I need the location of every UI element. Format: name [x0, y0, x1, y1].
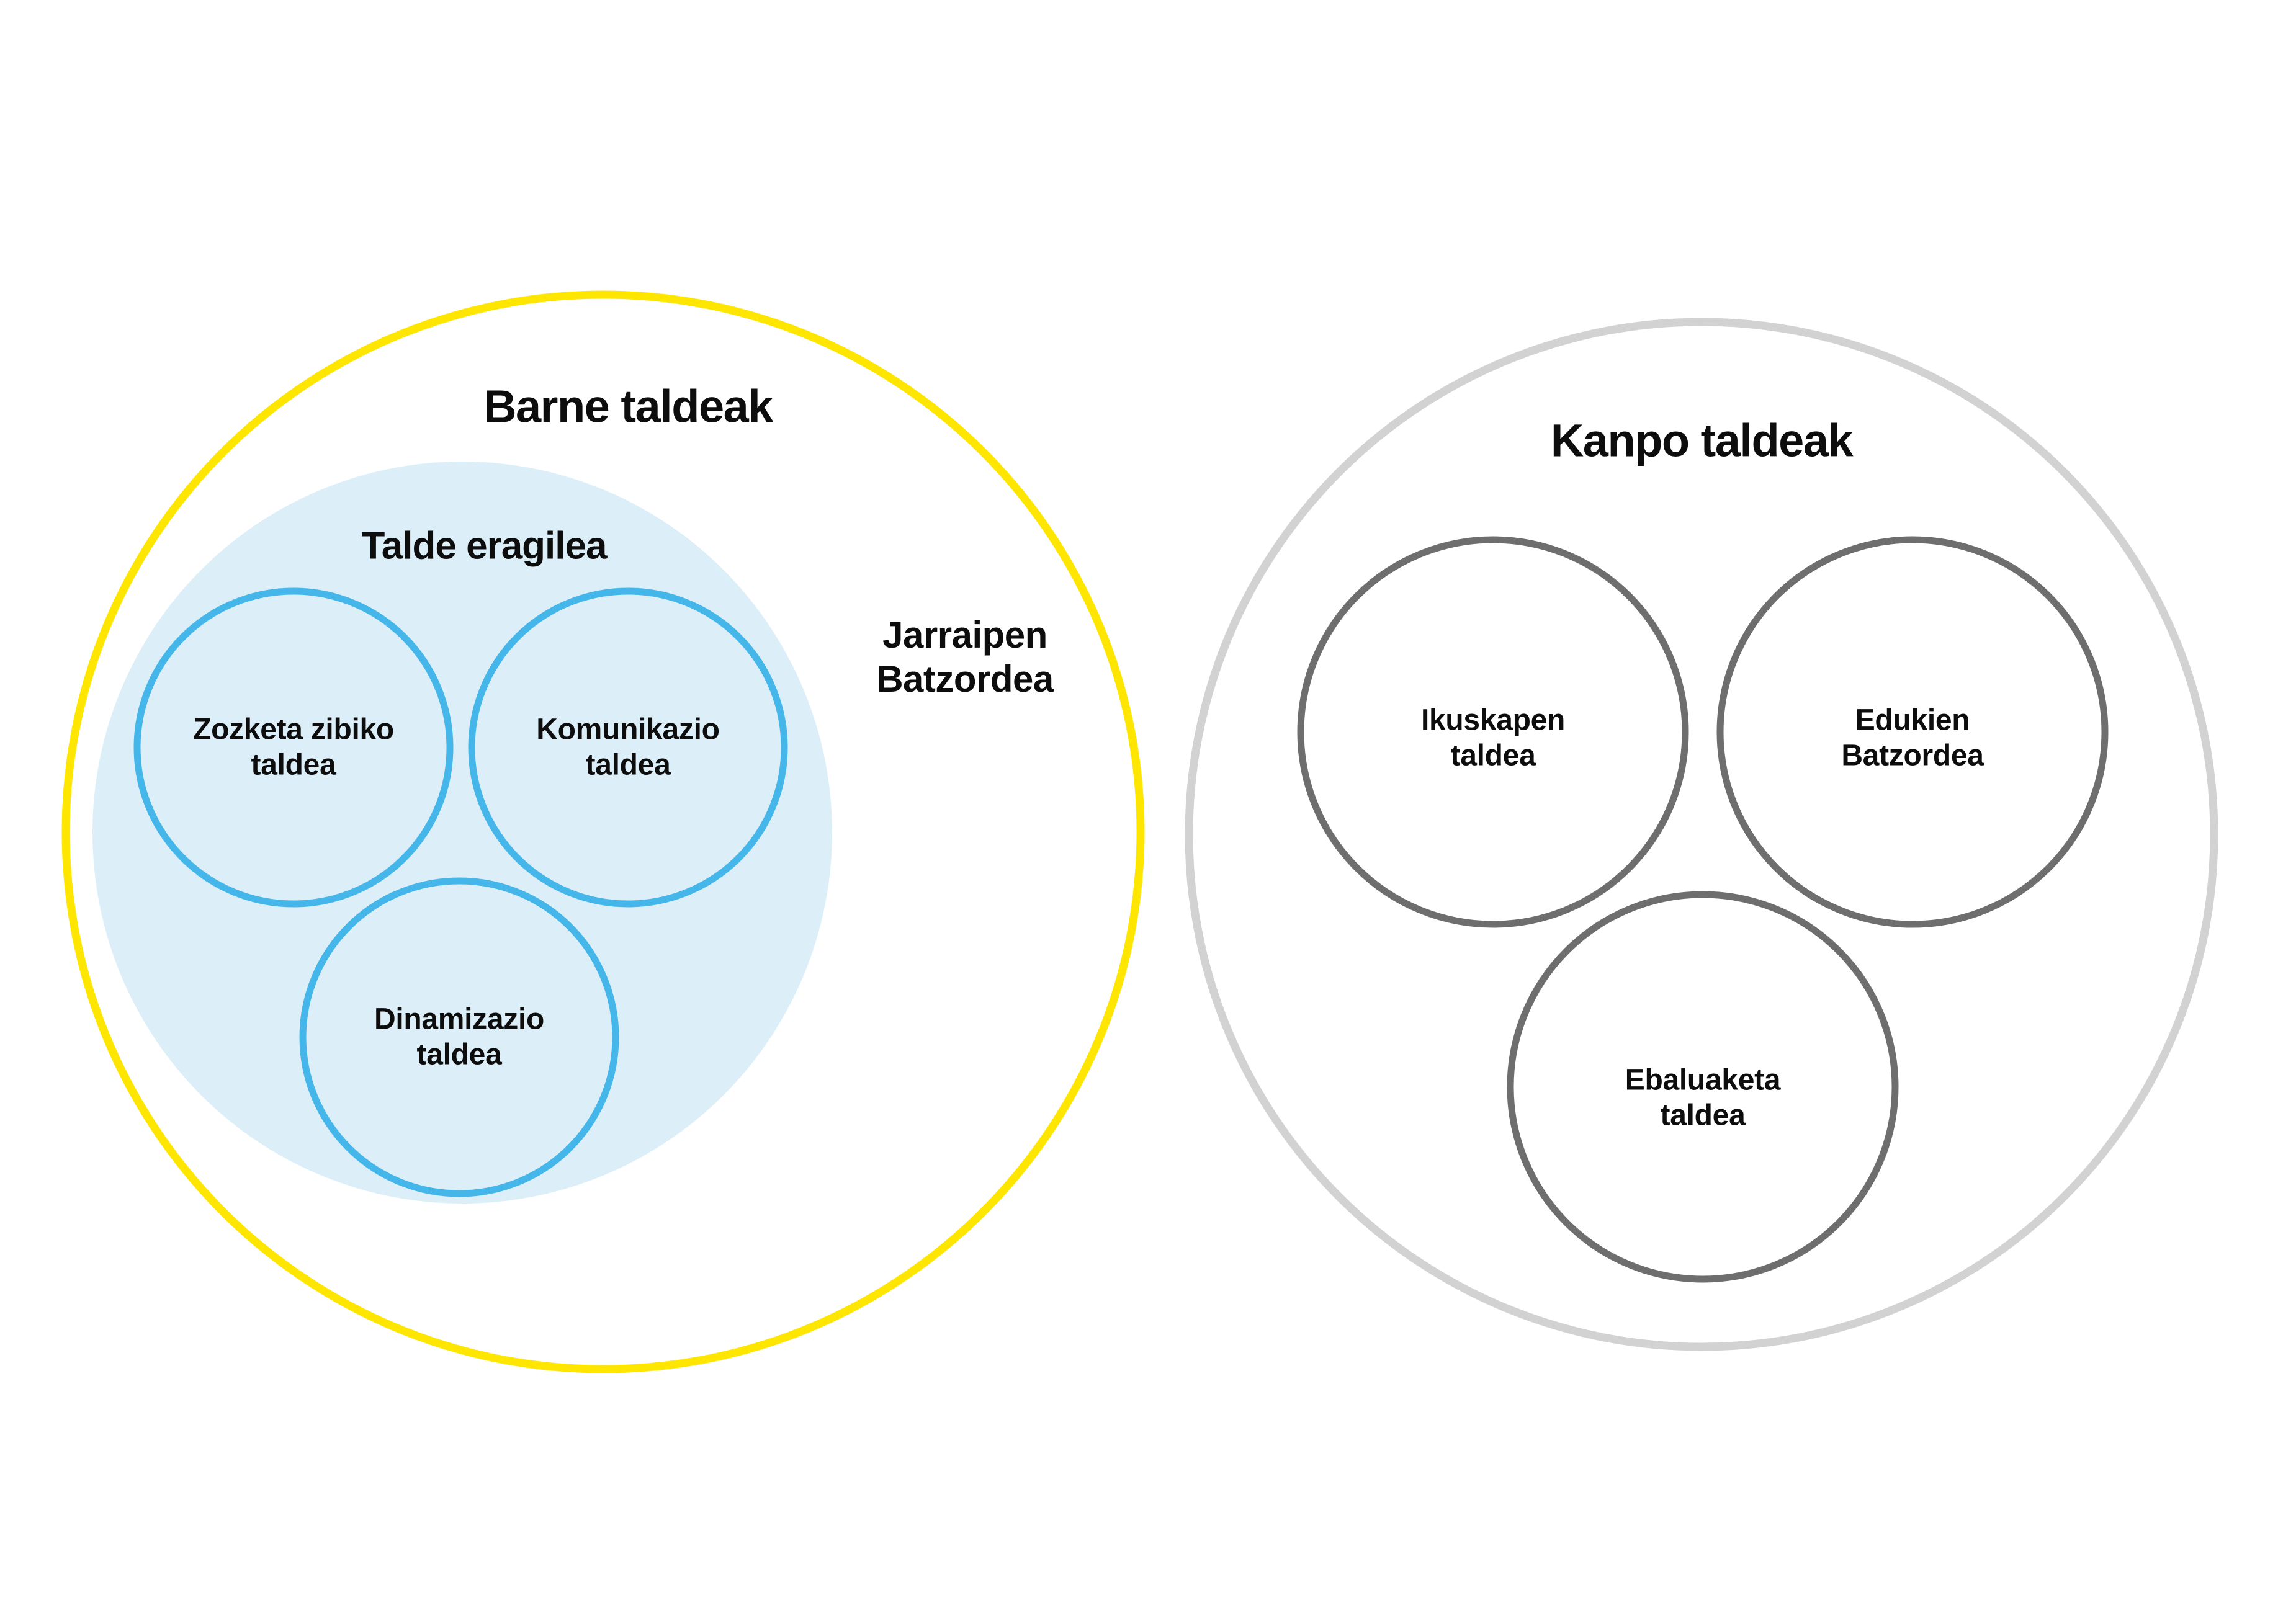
- talde-eragilea-region: [92, 462, 832, 1204]
- node-zozketa-label: Zozketa zibiko taldea: [193, 713, 394, 781]
- node-ebaluaketa-label: Ebaluaketa taldea: [1625, 1063, 1781, 1132]
- node-edukien-label: Edukien Batzordea: [1841, 704, 1984, 772]
- node-dinamizazio-circle[interactable]: [299, 877, 619, 1197]
- node-ebaluaketa-circle[interactable]: [1507, 891, 1899, 1283]
- talde-eragilea-title: Talde eragilea: [361, 524, 608, 568]
- node-ikuskapen-label: Ikuskapen taldea: [1420, 704, 1566, 772]
- jarraipen-batzordea-label: Jarraipen Batzordea: [876, 614, 1054, 700]
- node-komunikazio-label: Komunikazio taldea: [536, 713, 720, 781]
- external-group-title: Kanpo taldeak: [1550, 414, 1854, 467]
- node-komunikazio-circle[interactable]: [468, 587, 788, 908]
- internal-group-title: Barne taldeak: [483, 380, 773, 432]
- external-group-ring: [1185, 318, 2218, 1351]
- node-zozketa-circle[interactable]: [133, 587, 454, 908]
- internal-group-ring: [61, 290, 1145, 1374]
- node-dinamizazio-label: Dinamizazio taldea: [374, 1003, 545, 1071]
- node-ikuskapen-circle[interactable]: [1297, 536, 1689, 928]
- node-edukien-circle[interactable]: [1716, 536, 2109, 928]
